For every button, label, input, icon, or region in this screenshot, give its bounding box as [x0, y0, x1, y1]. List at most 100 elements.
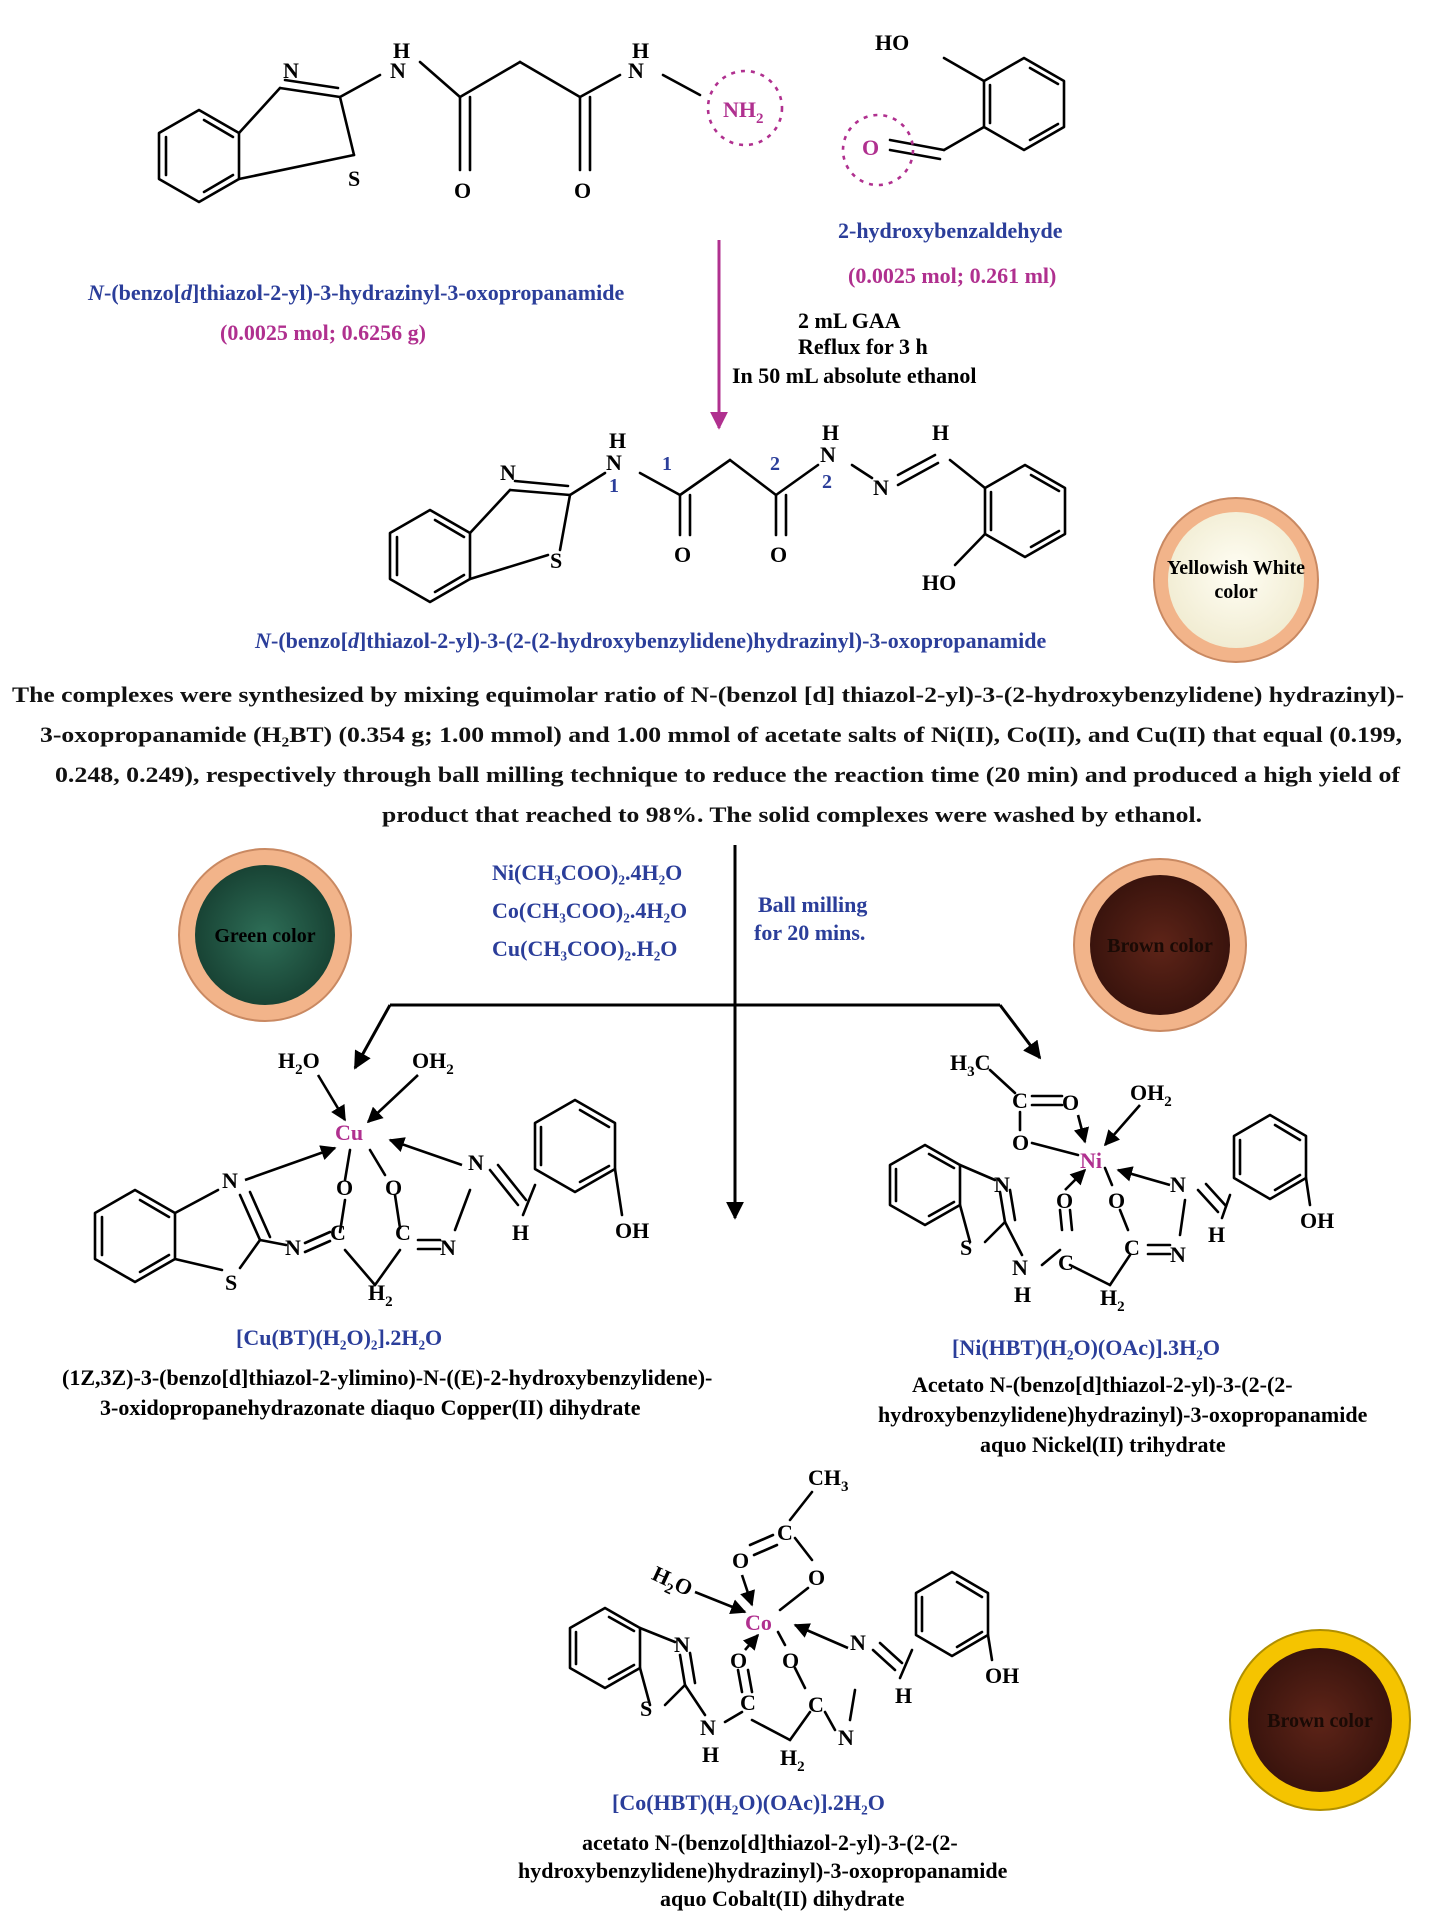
- svg-text:N: N: [222, 1168, 238, 1193]
- svg-text:O: O: [674, 542, 691, 567]
- svg-text:O: O: [336, 1175, 353, 1200]
- cobalt-formula: [Co(HBT)(H₂O)(OAc)].2H₂O: [612, 1790, 885, 1815]
- cobalt-complex-structure: CH3 C O O H2O Co: [568, 1465, 1019, 1775]
- ligand-structure: N S H N O O H N N H HO 1 1 2 2: [388, 420, 1067, 604]
- cobalt-color-swatch: Brown color: [1229, 1629, 1411, 1811]
- nickel-name-line-2: hydroxybenzylidene)hydrazinyl)-3-oxoprop…: [878, 1402, 1368, 1427]
- svg-text:O: O: [1056, 1188, 1073, 1213]
- svg-text:N: N: [1012, 1255, 1028, 1280]
- svg-text:S: S: [640, 1696, 652, 1721]
- reactant2-name: 2-hydroxybenzaldehyde: [838, 218, 1063, 243]
- nickel-name-line-1: Acetato N-(benzo[d]thiazol-2-yl)-3-(2-(2…: [912, 1372, 1293, 1397]
- svg-text:C: C: [395, 1220, 411, 1245]
- svg-text:O: O: [732, 1548, 749, 1573]
- svg-text:N: N: [700, 1715, 716, 1740]
- svg-text:C: C: [808, 1692, 824, 1717]
- cobalt-name-line-1: acetato N-(benzo[d]thiazol-2-yl)-3-(2-(2…: [582, 1830, 958, 1855]
- svg-text:H: H: [512, 1220, 529, 1245]
- nickel-complex-structure: H3C C O O OH2 Ni: [888, 1050, 1334, 1315]
- reagent-co-salt: Co(CH₃COO)₂.4H₂O: [492, 898, 687, 923]
- svg-text:O: O: [454, 178, 471, 203]
- svg-text:OH: OH: [985, 1663, 1019, 1688]
- condition-solvent: In 50 mL absolute ethanol: [732, 363, 977, 388]
- svg-text:H2: H2: [368, 1280, 393, 1310]
- reactant1-name: -(benzo[d]thiazol-2-yl)-3-hydrazinyl-3-o…: [104, 280, 624, 305]
- svg-text:H: H: [393, 38, 410, 63]
- copper-name-line-1: (1Z,3Z)-3-(benzo[d]thiazol-2-ylimino)-N-…: [62, 1365, 712, 1390]
- reactant-aldehyde-structure: HO O: [841, 30, 1066, 187]
- cobalt-name-line-3: aquo Cobalt(II) dihydrate: [660, 1886, 905, 1911]
- svg-text:CH3: CH3: [808, 1465, 849, 1495]
- svg-text:O: O: [862, 135, 879, 160]
- svg-text:N: N: [628, 58, 644, 83]
- svg-text:N: N: [468, 1150, 484, 1175]
- numbering-c1: 1: [662, 453, 672, 475]
- svg-text:NH2: NH2: [723, 97, 764, 127]
- branching-arrows: [353, 845, 1042, 1220]
- svg-text:N: N: [994, 1172, 1010, 1197]
- svg-text:H3C: H3C: [950, 1050, 991, 1080]
- svg-text:S: S: [960, 1235, 972, 1260]
- ligand-color-swatch: Yellowish White color: [1153, 497, 1319, 663]
- svg-text:O: O: [770, 542, 787, 567]
- svg-text:N: N: [838, 1725, 854, 1750]
- nickel-name-line-3: aquo Nickel(II) trihydrate: [980, 1432, 1226, 1457]
- svg-text:OH2: OH2: [412, 1048, 454, 1078]
- cobalt-color-label: Brown color: [1267, 1710, 1373, 1732]
- svg-text:C: C: [330, 1220, 346, 1245]
- svg-text:N: N: [873, 475, 889, 500]
- svg-text:N: N: [606, 450, 622, 475]
- ligand-name-prefix: N: [254, 628, 272, 653]
- svg-text:H: H: [932, 420, 949, 445]
- svg-text:C: C: [1058, 1250, 1074, 1275]
- copper-metal-label: Cu: [335, 1120, 363, 1145]
- svg-text:N: N: [820, 442, 836, 467]
- svg-text:H2: H2: [780, 1745, 805, 1775]
- svg-text:O: O: [385, 1175, 402, 1200]
- method-line-1: Ball milling: [758, 892, 867, 917]
- svg-text:H: H: [702, 1742, 719, 1767]
- numbering-n2: 2: [822, 471, 832, 493]
- svg-text:N: N: [850, 1630, 866, 1655]
- svg-text:H: H: [822, 420, 839, 445]
- svg-text:H2: H2: [1100, 1285, 1125, 1315]
- nickel-color-label: Brown color: [1107, 935, 1213, 957]
- svg-text:C: C: [1012, 1088, 1028, 1113]
- svg-text:H: H: [609, 428, 626, 453]
- copper-formula: [Cu(BT)(H₂O)₂].2H₂O: [236, 1325, 442, 1350]
- svg-text:O: O: [1012, 1130, 1029, 1155]
- nickel-metal-label: Ni: [1080, 1148, 1102, 1173]
- numbering-n1: 1: [609, 475, 619, 497]
- copper-color-label: Green color: [214, 925, 315, 947]
- svg-text:C: C: [1124, 1235, 1140, 1260]
- svg-text:S: S: [550, 548, 562, 573]
- svg-text:N: N: [500, 460, 516, 485]
- svg-text:O: O: [1108, 1188, 1125, 1213]
- svg-text:S: S: [348, 166, 360, 191]
- reactant1-name-prefix: N: [87, 280, 105, 305]
- svg-text:N: N: [285, 1235, 301, 1260]
- cobalt-name-line-2: hydroxybenzylidene)hydrazinyl)-3-oxoprop…: [518, 1858, 1008, 1883]
- procedure-line-3: 0.248, 0.249), respectively through ball…: [55, 762, 1401, 787]
- copper-name-line-2: 3-oxidopropanehydrazonate diaquo Copper(…: [100, 1395, 641, 1420]
- svg-text:H: H: [632, 38, 649, 63]
- copper-color-swatch: Green color: [178, 848, 352, 1022]
- ligand-color-label-2: color: [1214, 581, 1257, 603]
- method-line-2: for 20 mins.: [754, 920, 865, 945]
- reagent-ni-salt: Ni(CH₃COO)₂.4H₂O: [492, 860, 682, 885]
- svg-text:N: N: [390, 58, 406, 83]
- svg-text:H2O: H2O: [646, 1561, 697, 1606]
- svg-text:HO: HO: [875, 30, 909, 55]
- svg-text:N: N: [440, 1235, 456, 1260]
- svg-text:OH: OH: [1300, 1208, 1334, 1233]
- reagent-cu-salt: Cu(CH₃COO)₂.H₂O: [492, 936, 677, 961]
- svg-text:H: H: [895, 1683, 912, 1708]
- cobalt-metal-label: Co: [745, 1610, 772, 1635]
- condition-gaa: 2 mL GAA: [798, 308, 901, 333]
- svg-text:O: O: [808, 1565, 825, 1590]
- svg-text:C: C: [740, 1690, 756, 1715]
- svg-text:O: O: [1062, 1090, 1079, 1115]
- svg-text:H: H: [1208, 1222, 1225, 1247]
- svg-text:OH2: OH2: [1130, 1080, 1172, 1110]
